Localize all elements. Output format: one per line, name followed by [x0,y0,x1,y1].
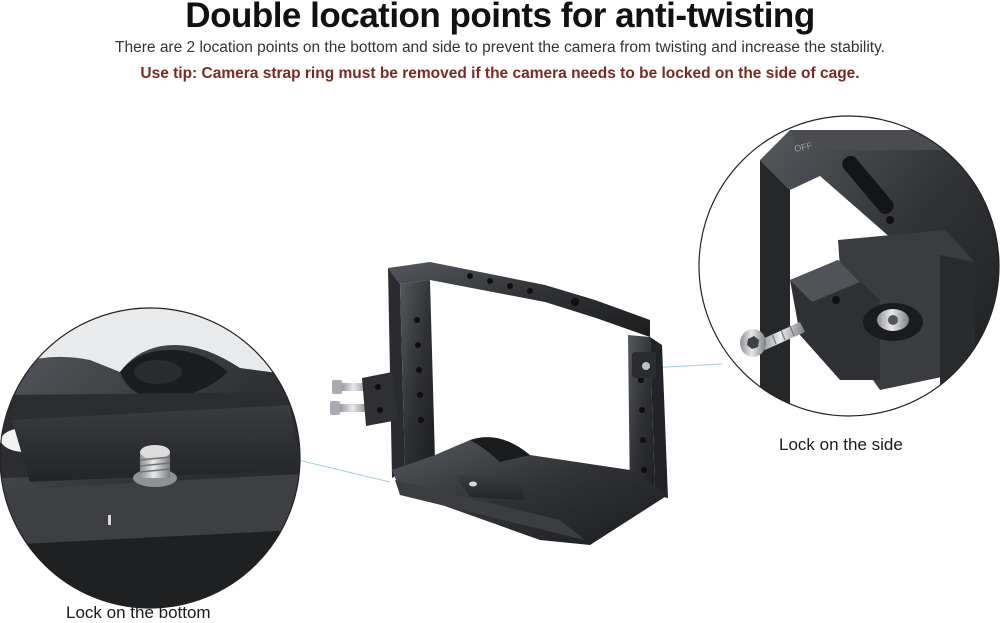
side-lock-caption: Lock on the side [779,435,903,454]
thumb-screw-icon [330,380,370,415]
camera-cage [330,262,668,545]
engraving-text: OFF [793,140,813,154]
description-text: There are 2 location points on the botto… [115,39,885,56]
bottom-lock-zoom [0,307,301,609]
side-screw-icon [740,322,805,357]
bottom-lock-caption: Lock on the bottom [66,603,211,622]
side-lock-zoom: OFF [698,115,1000,417]
use-tip-text: Use tip: Camera strap ring must be remov… [140,65,860,82]
bottom-screw-icon [133,445,177,487]
page-title: Double location points for anti-twisting [185,0,815,35]
